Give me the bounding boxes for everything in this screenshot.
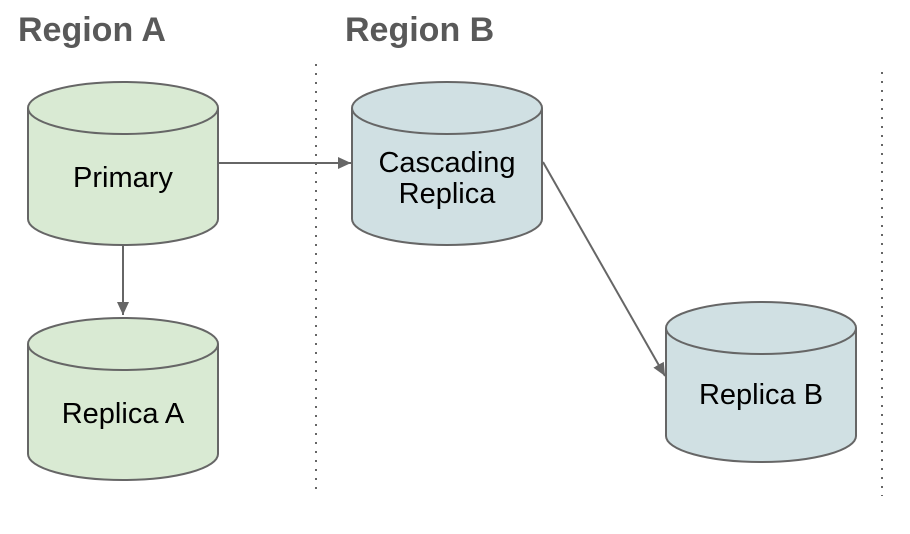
cascading-replica-cylinder: Cascading Replica [351, 81, 543, 246]
cylinder-top-arc [27, 343, 219, 371]
cylinder-body [27, 81, 219, 246]
primary-cylinder: Primary [27, 81, 219, 246]
cylinder-top-arc [27, 107, 219, 135]
edge-cascading-replica-to-replica-b [542, 161, 666, 377]
edges [117, 157, 666, 377]
cascading-replica-label-line1: Cascading [378, 147, 515, 179]
replica-a-cylinder: Replica A [27, 317, 219, 481]
replica-a-label: Replica A [62, 398, 185, 430]
replica-b-cylinder: Replica B [665, 301, 857, 463]
cylinder-body [351, 81, 543, 246]
region-b-label: Region B [345, 11, 494, 49]
cascading-replica-label-line2: Replica [399, 178, 497, 210]
primary-label: Primary [73, 162, 173, 194]
cylinder-body [665, 301, 857, 463]
cylinder-top-arc [351, 107, 543, 135]
cylinder-body [27, 317, 219, 481]
cylinder-top-arc [665, 327, 857, 355]
replica-b-label: Replica B [699, 379, 823, 411]
region-a-label: Region A [18, 11, 166, 49]
